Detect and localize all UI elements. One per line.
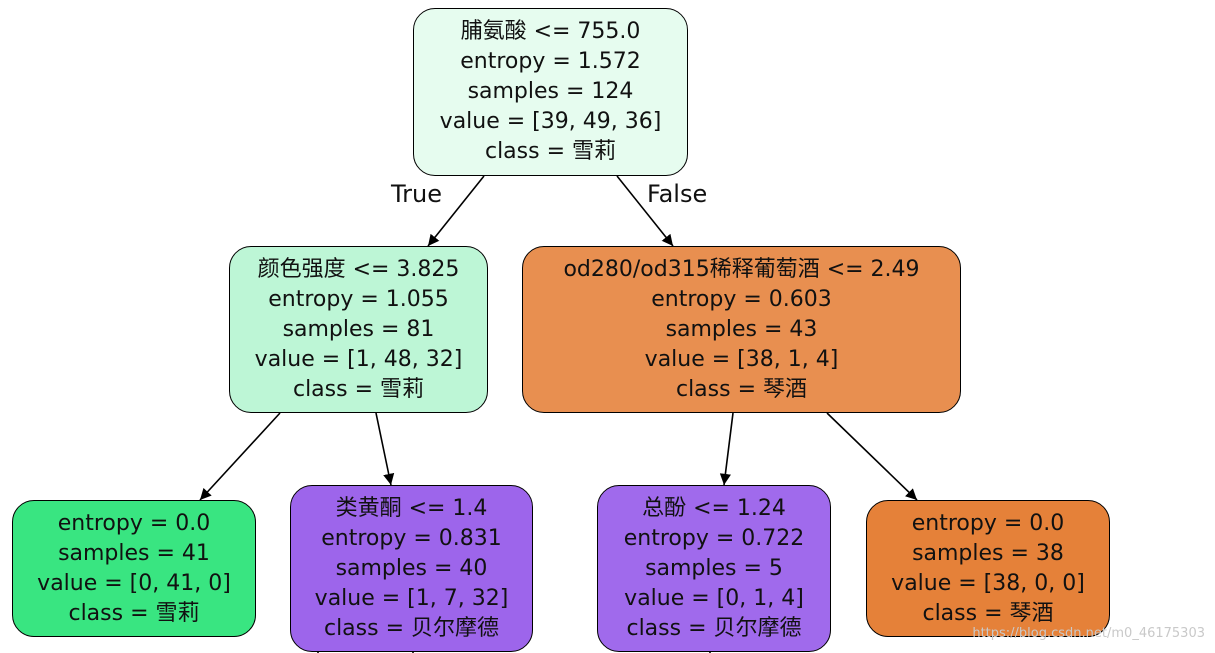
node-line: od280/od315稀释葡萄酒 <= 2.49 xyxy=(563,256,920,282)
node-right-left: 总酚 <= 1.24 entropy = 0.722 samples = 5 v… xyxy=(597,485,831,652)
node-line: value = [38, 1, 4] xyxy=(644,346,839,372)
node-line: 脯氨酸 <= 755.0 xyxy=(460,19,641,44)
node-line: 总酚 <= 1.24 xyxy=(642,495,786,521)
node-line: 类黄酮 <= 1.4 xyxy=(335,495,488,521)
node-line: value = [39, 49, 36] xyxy=(439,109,662,134)
node-line: value = [1, 7, 32] xyxy=(314,585,509,611)
node-line: entropy = 0.0 xyxy=(911,510,1065,536)
node-left-left: entropy = 0.0 samples = 41 value = [0, 4… xyxy=(12,500,256,637)
watermark: https://blog.csdn.net/m0_46175303 xyxy=(972,626,1205,641)
node-line: entropy = 0.0 xyxy=(57,510,211,536)
node-line: samples = 124 xyxy=(467,79,634,104)
node-line: value = [0, 41, 0] xyxy=(37,570,231,596)
edge-left-leftleft xyxy=(199,412,281,501)
node-line: entropy = 0.603 xyxy=(651,286,832,312)
node-line: samples = 41 xyxy=(58,540,210,566)
node-line: class = 雪莉 xyxy=(68,600,200,626)
node-line: entropy = 1.055 xyxy=(268,286,449,312)
node-left-right: 类黄酮 <= 1.4 entropy = 0.831 samples = 40 … xyxy=(290,485,533,652)
node-line: entropy = 1.572 xyxy=(460,49,641,74)
node-root: 脯氨酸 <= 755.0 entropy = 1.572 samples = 1… xyxy=(413,8,688,176)
node-right-right: entropy = 0.0 samples = 38 value = [38, … xyxy=(866,500,1110,637)
node-line: value = [0, 1, 4] xyxy=(624,585,804,611)
node-line: class = 贝尔摩德 xyxy=(323,615,500,641)
node-line: samples = 38 xyxy=(912,540,1064,566)
node-line: value = [1, 48, 32] xyxy=(254,346,463,372)
edge-root-left xyxy=(427,175,485,247)
node-left: 颜色强度 <= 3.825 entropy = 1.055 samples = … xyxy=(229,246,488,413)
node-line: class = 琴酒 xyxy=(922,600,1054,626)
node-line: samples = 43 xyxy=(665,316,818,342)
node-line: 颜色强度 <= 3.825 xyxy=(257,256,460,282)
node-line: samples = 81 xyxy=(282,316,435,342)
edge-left-leftright xyxy=(375,412,395,486)
edge-label-false: False xyxy=(647,180,708,208)
edge-right-rightleft xyxy=(719,412,734,486)
node-line: value = [38, 0, 0] xyxy=(891,570,1085,596)
node-right: od280/od315稀释葡萄酒 <= 2.49 entropy = 0.603… xyxy=(522,246,961,413)
edge-label-true: True xyxy=(391,180,442,208)
node-line: samples = 40 xyxy=(335,555,488,581)
edge-root-right xyxy=(616,175,674,247)
node-line: samples = 5 xyxy=(645,555,783,581)
edge-right-rightright xyxy=(826,412,918,501)
node-line: entropy = 0.722 xyxy=(623,525,805,551)
node-line: class = 琴酒 xyxy=(675,376,808,402)
node-line: class = 雪莉 xyxy=(484,139,617,164)
node-line: entropy = 0.831 xyxy=(321,525,502,551)
node-line: class = 贝尔摩德 xyxy=(626,615,802,641)
node-line: class = 雪莉 xyxy=(292,376,425,402)
